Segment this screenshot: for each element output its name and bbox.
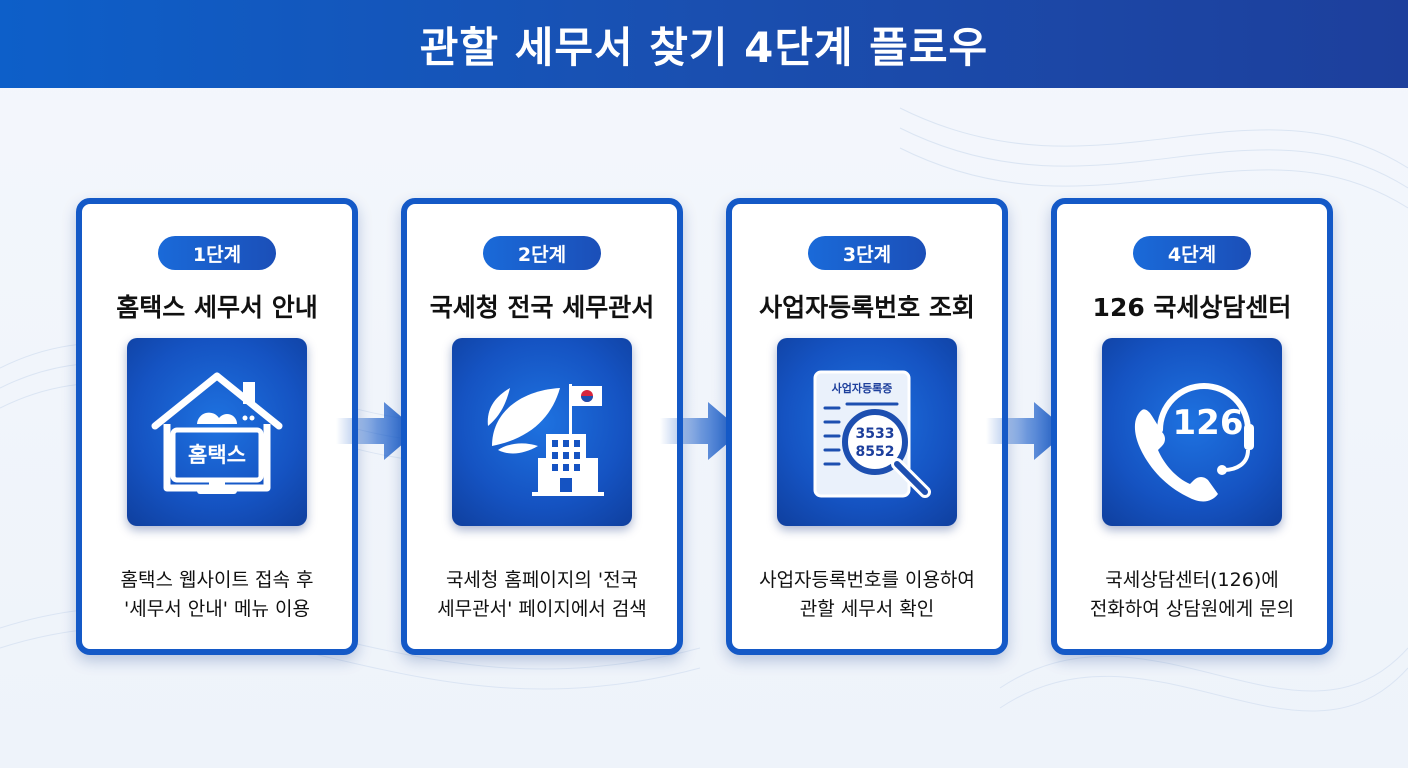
page-title: 관할 세무서 찾기 4단계 플로우 (419, 22, 989, 72)
step-title: 국세청 전국 세무관서 (429, 293, 655, 322)
registration-number-line: 8552 (856, 444, 895, 460)
step-icon-box: 126 (1102, 338, 1282, 526)
step-description-line: 사업자등록번호를 이용하여 (759, 569, 975, 591)
step-icon-box: 사업자등록증 3533 8552 (777, 338, 957, 526)
step-description: 국세상담센터(126)에 전화하여 상담원에게 문의 (1057, 566, 1327, 624)
step-description-line: 세무관서' 페이지에서 검색 (437, 598, 647, 620)
step-card-1: 1단계 홈택스 세무서 안내 홈택스 홈택스 웹사이트 접속 후 '세무서 안내… (76, 198, 358, 655)
flow-arrow-2 (660, 402, 742, 460)
step-description-line: 국세상담센터(126)에 (1105, 569, 1279, 591)
step-badge: 1단계 (158, 236, 276, 270)
step-description-line: 국세청 홈페이지의 '전국 (445, 569, 639, 591)
header-banner: 관할 세무서 찾기 4단계 플로우 (0, 0, 1408, 88)
flow-arrow-3 (986, 402, 1068, 460)
step-description: 국세청 홈페이지의 '전국 세무관서' 페이지에서 검색 (407, 566, 677, 624)
step-title: 홈택스 세무서 안내 (116, 293, 318, 322)
hotline-number: 126 (1173, 403, 1244, 443)
step-description-line: 관할 세무서 확인 (799, 598, 935, 620)
step-description-line: 홈택스 웹사이트 접속 후 (120, 569, 314, 591)
step-badge: 2단계 (483, 236, 601, 270)
flow-arrow-1 (336, 402, 418, 460)
step-card-3: 3단계 사업자등록번호 조회 사업자등록증 3533 8552 사업자등록번호를… (726, 198, 1008, 655)
step-description: 사업자등록번호를 이용하여 관할 세무서 확인 (732, 566, 1002, 624)
phone-headset-icon: 126 (1134, 383, 1254, 502)
step-badge: 3단계 (808, 236, 926, 270)
step-icon-box (452, 338, 632, 526)
step-card-4: 4단계 126 국세상담센터 126 국세상담센터(126)에 전화하여 상담원… (1051, 198, 1333, 655)
step-description-line: '세무서 안내' 메뉴 이용 (124, 598, 310, 620)
hometax-logo-text: 홈택스 (188, 443, 246, 467)
step-description-line: 전화하여 상담원에게 문의 (1089, 598, 1295, 620)
step-title: 126 국세상담센터 (1092, 293, 1292, 322)
document-magnifier-icon: 사업자등록증 3533 8552 (813, 370, 931, 498)
nts-building-flag-icon (487, 384, 604, 496)
step-title: 사업자등록번호 조회 (759, 293, 975, 322)
step-badge: 4단계 (1133, 236, 1251, 270)
step-icon-box: 홈택스 (127, 338, 307, 526)
step-card-2: 2단계 국세청 전국 세무관서 국세청 홈페이지의 ' (401, 198, 683, 655)
step-description: 홈택스 웹사이트 접속 후 '세무서 안내' 메뉴 이용 (82, 566, 352, 624)
registration-number-line: 3533 (856, 426, 895, 442)
hometax-house-monitor-icon: 홈택스 (151, 372, 283, 494)
business-license-title: 사업자등록증 (832, 381, 893, 395)
